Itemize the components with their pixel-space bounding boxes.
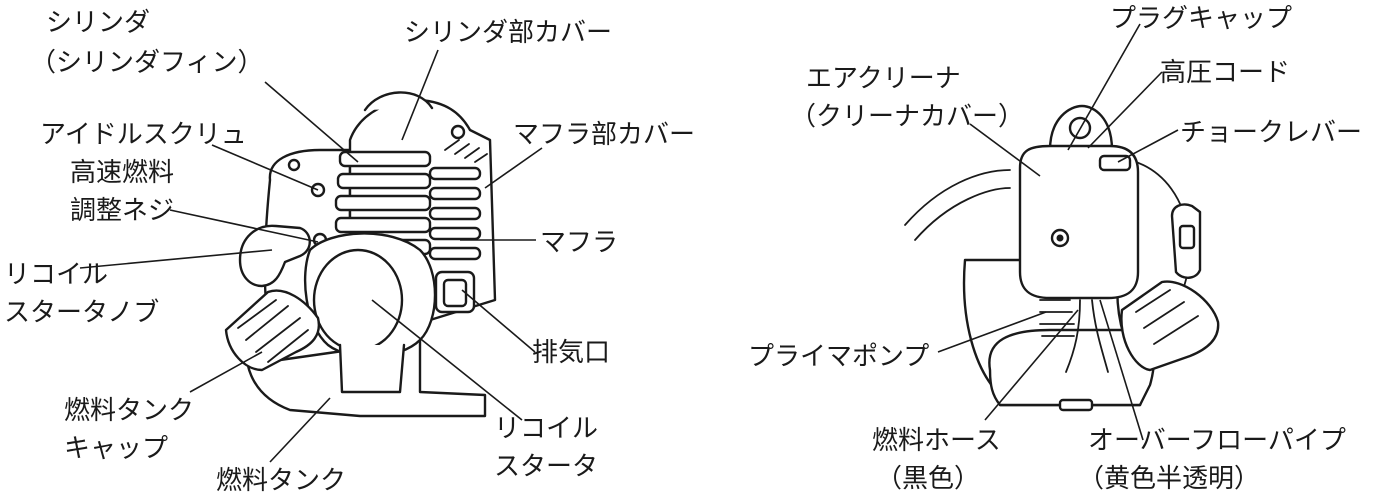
- left-engine-illustration: [224, 91, 497, 418]
- label-recoil-knob-line2: スタータノブ: [4, 298, 160, 328]
- muffler-cover-fins: [428, 139, 488, 261]
- label-hi-speed-line2: 調整ネジ: [70, 196, 175, 226]
- label-recoil-knob-line1: リコイル: [4, 260, 109, 290]
- label-muffler-cover: マフラ部カバー: [513, 120, 696, 150]
- fuel-tank-cap-illustration: [224, 289, 321, 372]
- label-overflow-line2: （黄色半透明）: [1078, 464, 1261, 494]
- air-cleaner-illustration: [1018, 144, 1140, 300]
- label-recoil-starter-line1: リコイル: [494, 414, 599, 444]
- label-exhaust: 排気口: [532, 338, 611, 368]
- label-fuel-tank: 燃料タンク: [216, 466, 347, 496]
- label-choke: チョークレバー: [1180, 118, 1363, 148]
- label-plug-cap: プラグキャップ: [1110, 4, 1293, 34]
- label-fuel-cap-line1: 燃料タンク: [64, 396, 195, 426]
- right-engine-illustration: [904, 104, 1220, 412]
- label-idle-screw: アイドルスクリュ: [40, 120, 247, 150]
- label-cylinder-line2: （シリンダフィン）: [30, 48, 264, 78]
- label-overflow-line1: オーバーフローパイプ: [1088, 426, 1346, 456]
- label-hi-speed-line1: 高速燃料: [70, 158, 175, 188]
- label-fuel-cap-line2: キャップ: [64, 434, 169, 464]
- label-air-cleaner-line2: （クリーナカバー）: [790, 102, 1025, 132]
- label-hv-cord: 高圧コード: [1160, 58, 1291, 88]
- label-cylinder-line1: シリンダ: [46, 8, 151, 38]
- label-cylinder-cover: シリンダ部カバー: [404, 18, 613, 48]
- label-fuel-hose-line1: 燃料ホース: [872, 426, 1001, 456]
- right-fuel-cap-illustration: [1120, 280, 1220, 372]
- label-muffler: マフラ: [540, 228, 619, 258]
- label-air-cleaner-line1: エアクリーナ: [806, 64, 961, 94]
- label-recoil-starter-line2: スタータ: [494, 452, 599, 482]
- leader-lines: [79, 23, 1179, 463]
- label-primer: プライマポンプ: [748, 342, 930, 372]
- label-fuel-hose-line2: （黒色）: [876, 464, 981, 494]
